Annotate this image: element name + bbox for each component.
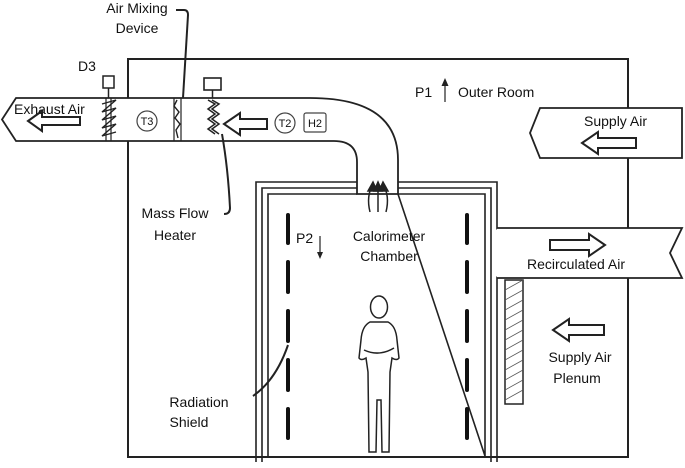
radiation-shield-leader-line	[252, 344, 289, 397]
calorimeter-label-line2: Chamber	[360, 248, 418, 264]
p2-pressure-arrow-icon	[317, 236, 323, 259]
supply-air-plenum	[504, 279, 524, 405]
radiation-shield-label-line2: Shield	[170, 414, 209, 430]
recirculated-air-label: Recirculated Air	[527, 256, 625, 272]
p1-pressure-arrow-icon	[441, 78, 449, 102]
d3-label: D3	[78, 58, 96, 74]
duct-flow-arrow-icon	[222, 111, 268, 137]
person-icon	[358, 295, 400, 453]
supply-air-duct	[529, 107, 683, 159]
air-mixing-label-line1: Air Mixing	[106, 0, 167, 16]
air-mixing-label-line2: Device	[116, 20, 159, 36]
radiation-shield-label-line1: Radiation	[169, 394, 228, 410]
supply-air-plenum-label-line2: Plenum	[553, 370, 600, 386]
calorimeter-chamber-walls	[255, 181, 498, 462]
chamber-inlet-arrows-icon	[366, 180, 390, 213]
mass-flow-leader-line	[221, 133, 232, 215]
temperature-sensor-t3: T3	[136, 110, 158, 132]
air-mixing-device-icon	[173, 98, 182, 141]
p1-label: P1	[415, 84, 432, 100]
exhaust-flow-arrow-icon	[26, 109, 81, 133]
t2-label: T2	[279, 118, 292, 130]
mass-flow-label-line2: Heater	[154, 227, 196, 243]
exhaust-duct	[0, 97, 399, 195]
temperature-sensor-t2: T2	[274, 112, 296, 134]
supply-flow-arrow-icon	[580, 130, 637, 156]
air-mixing-leader-line	[176, 9, 190, 99]
recirculated-flow-arrow-icon	[549, 232, 607, 258]
supply-air-plenum-label-line1: Supply Air	[548, 349, 611, 365]
damper-d3-icon	[101, 75, 117, 141]
exhaust-air-label: Exhaust Air	[14, 101, 85, 117]
calorimeter-label-line1: Calorimeter	[353, 228, 426, 244]
plenum-flow-arrow-icon	[551, 317, 605, 343]
outer-room-label: Outer Room	[458, 84, 534, 100]
t3-label: T3	[141, 116, 154, 128]
h2-label: H2	[308, 118, 322, 130]
humidity-sensor-h2: H2	[303, 112, 327, 133]
mass-flow-label-line1: Mass Flow	[142, 205, 210, 221]
p2-label: P2	[296, 230, 313, 246]
supply-air-label: Supply Air	[584, 113, 647, 129]
mass-flow-heater-icon	[203, 77, 222, 135]
